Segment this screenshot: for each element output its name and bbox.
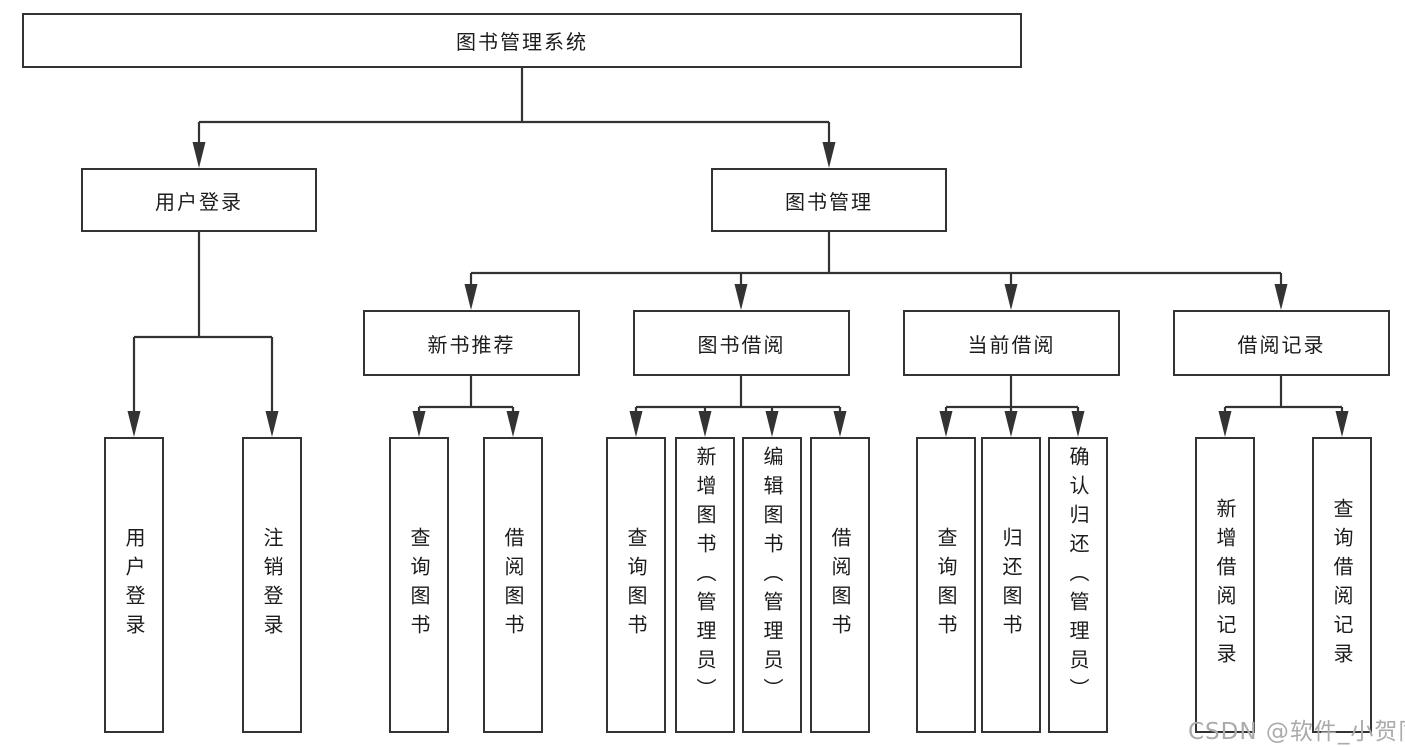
csdn-watermark: CSDN @软件_小贺同学 bbox=[1188, 719, 1405, 745]
node-user-login-label: 用户登录 bbox=[155, 189, 243, 214]
node-borrowing-records: 借阅记录 bbox=[1173, 310, 1390, 376]
leaf-confirm-return-admin-label: 确认归还（管理员） bbox=[1066, 446, 1090, 707]
leaf-query-books-1-label: 查询图书 bbox=[407, 527, 431, 643]
leaf-borrow-books-1-label: 借阅图书 bbox=[501, 527, 525, 643]
leaf-query-borrow-record-label: 查询借阅记录 bbox=[1330, 498, 1354, 672]
node-current-borrowing: 当前借阅 bbox=[903, 310, 1120, 376]
leaf-logout-label: 注销登录 bbox=[260, 527, 284, 643]
leaf-return-books-label: 归还图书 bbox=[999, 527, 1023, 643]
node-book-management-label: 图书管理 bbox=[785, 189, 873, 214]
leaf-add-books-admin: 新增图书（管理员） bbox=[675, 437, 735, 733]
node-new-book-recommend-label: 新书推荐 bbox=[427, 332, 516, 357]
leaf-borrow-books-2-label: 借阅图书 bbox=[828, 527, 852, 643]
leaf-edit-books-admin-label: 编辑图书（管理员） bbox=[760, 446, 784, 707]
leaf-add-borrow-record: 新增借阅记录 bbox=[1195, 437, 1255, 733]
node-library-system: 图书管理系统 bbox=[22, 13, 1022, 68]
node-borrowing-records-label: 借阅记录 bbox=[1237, 332, 1326, 357]
leaf-add-borrow-record-label: 新增借阅记录 bbox=[1213, 498, 1237, 672]
leaf-confirm-return-admin: 确认归还（管理员） bbox=[1048, 437, 1108, 733]
leaf-query-books-2: 查询图书 bbox=[606, 437, 666, 733]
leaf-query-borrow-record: 查询借阅记录 bbox=[1312, 437, 1372, 733]
node-book-management: 图书管理 bbox=[711, 168, 947, 232]
leaf-query-books-2-label: 查询图书 bbox=[624, 527, 648, 643]
leaf-query-books-1: 查询图书 bbox=[389, 437, 449, 733]
leaf-return-books: 归还图书 bbox=[981, 437, 1041, 733]
node-book-borrowing-label: 图书借阅 bbox=[697, 332, 786, 357]
node-current-borrowing-label: 当前借阅 bbox=[967, 332, 1056, 357]
leaf-logout: 注销登录 bbox=[242, 437, 302, 733]
node-user-login: 用户登录 bbox=[81, 168, 317, 232]
leaf-edit-books-admin: 编辑图书（管理员） bbox=[742, 437, 802, 733]
leaf-add-books-admin-label: 新增图书（管理员） bbox=[693, 446, 717, 707]
leaf-borrow-books-1: 借阅图书 bbox=[483, 437, 543, 733]
leaf-query-books-3-label: 查询图书 bbox=[934, 527, 958, 643]
leaf-user-login: 用户登录 bbox=[104, 437, 164, 733]
leaf-query-books-3: 查询图书 bbox=[916, 437, 976, 733]
leaf-borrow-books-2: 借阅图书 bbox=[810, 437, 870, 733]
node-new-book-recommend: 新书推荐 bbox=[363, 310, 580, 376]
leaf-user-login-label: 用户登录 bbox=[122, 527, 146, 643]
node-book-borrowing: 图书借阅 bbox=[633, 310, 850, 376]
node-library-system-label: 图书管理系统 bbox=[456, 30, 588, 54]
